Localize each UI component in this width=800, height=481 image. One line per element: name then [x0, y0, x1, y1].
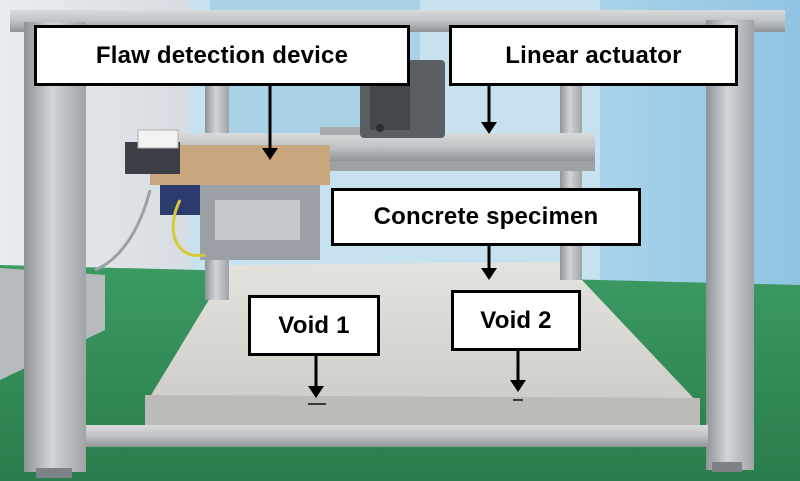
linear-actuator-label: Linear actuator — [449, 25, 738, 86]
foot-left — [36, 468, 72, 478]
concrete-specimen-label: Concrete specimen — [331, 188, 641, 246]
arrows — [268, 86, 520, 388]
device-cable-2 — [94, 189, 152, 272]
frame-front-post-left — [24, 22, 86, 472]
arrowhead-linear-actuator — [481, 122, 497, 134]
arrowheads — [262, 122, 526, 398]
motor-bolt — [376, 124, 384, 132]
void-2-label: Void 2 — [451, 290, 581, 351]
device-cable — [171, 199, 206, 257]
frame-front-post-right — [706, 20, 754, 470]
frame-bottom-bar — [86, 425, 708, 447]
wall-outlet — [137, 129, 179, 149]
flaw-detection-device-label: Flaw detection device — [34, 25, 410, 86]
device-block — [215, 200, 300, 240]
arrowhead-flaw-device — [262, 148, 278, 160]
arrowhead-concrete-specimen — [481, 268, 497, 280]
foot-right — [712, 462, 742, 472]
arrowhead-void-1 — [308, 386, 324, 398]
void-1-label: Void 1 — [248, 295, 380, 356]
actuator-rail-lower — [175, 161, 595, 171]
concrete-front — [145, 395, 700, 425]
arrowhead-void-2 — [510, 380, 526, 392]
